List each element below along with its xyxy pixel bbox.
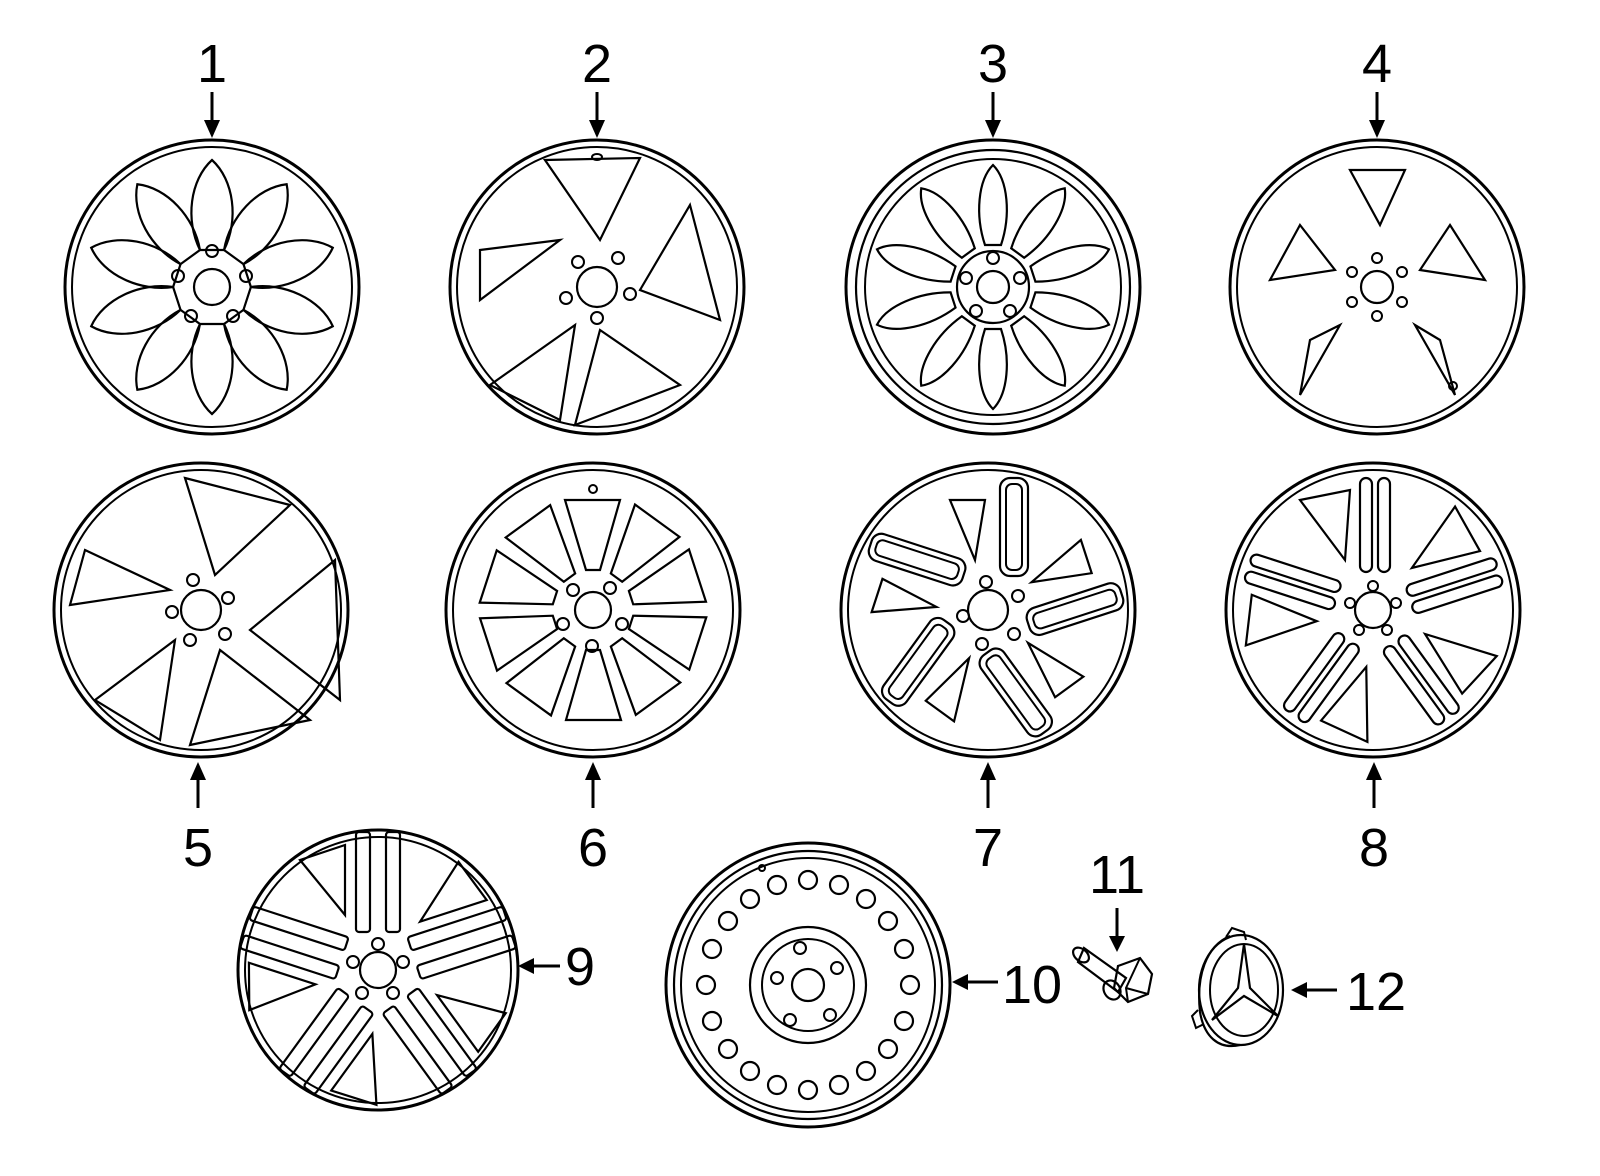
wheel-part-10[interactable] [664,841,952,1129]
wheel-part-8[interactable] [1224,461,1522,759]
part-12-center-cap[interactable] [1190,926,1285,1048]
wheel-part-2[interactable] [448,138,746,436]
wheel-part-4[interactable] [1228,138,1526,436]
callout-2: 2 [582,34,612,94]
wheel-part-7[interactable] [839,461,1137,759]
wheel-part-5[interactable] [52,461,350,759]
wheel-part-1[interactable] [63,138,361,436]
wheel-part-3[interactable] [844,138,1142,436]
callout-5: 5 [183,818,213,878]
callout-6: 6 [578,818,608,878]
callout-7: 7 [973,818,1003,878]
callout-4: 4 [1362,34,1392,94]
callout-3: 3 [978,34,1008,94]
callout-10: 10 [1002,955,1062,1015]
callout-1: 1 [197,34,227,94]
wheel-part-6[interactable] [444,461,742,759]
callout-9: 9 [565,937,595,997]
callout-12: 12 [1346,962,1406,1022]
part-11-wheel-bolt[interactable] [1070,945,1154,1004]
wheel-part-9[interactable] [235,828,520,1117]
callout-11: 11 [1089,845,1145,905]
callout-8: 8 [1359,818,1389,878]
